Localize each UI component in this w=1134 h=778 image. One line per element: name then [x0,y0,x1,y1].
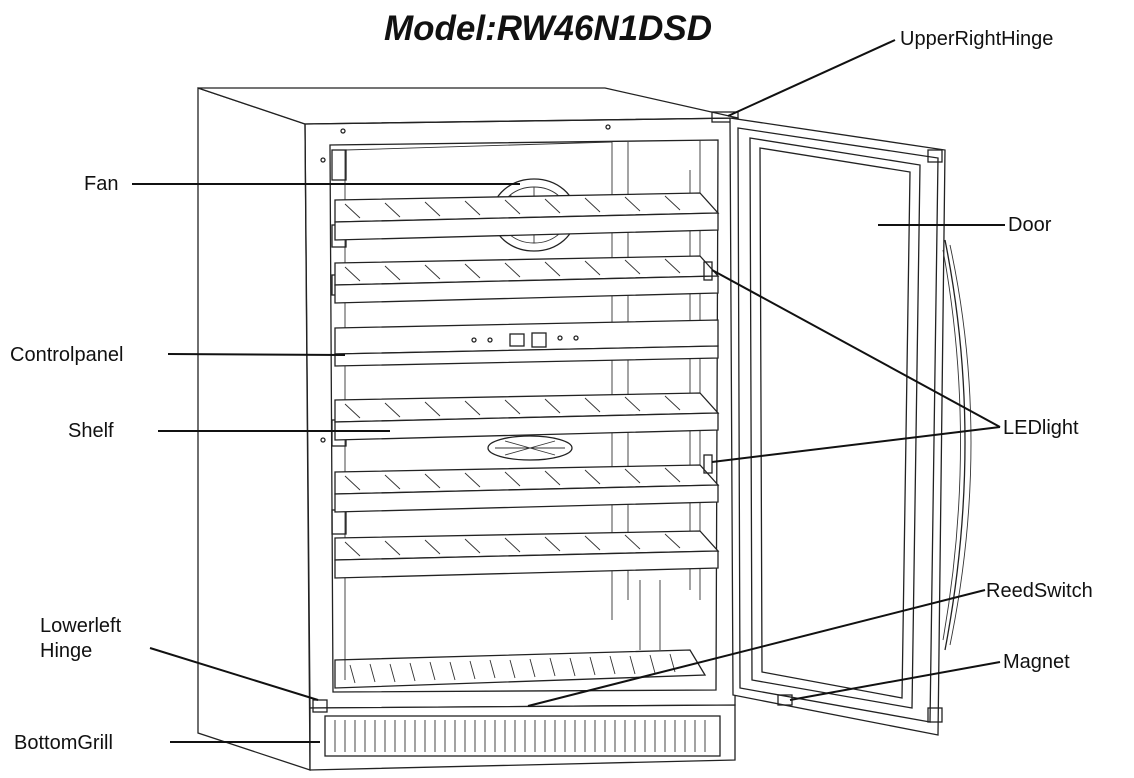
cabinet [197,87,739,771]
led-strip-lower [703,454,713,474]
upper-right-hinge [711,111,739,123]
leader-lower-left-hinge [149,647,319,701]
rear-fan [487,435,573,461]
bottom-grill [309,704,736,771]
label-shelf: Shelf [68,420,114,442]
lower-left-hinge [312,699,328,713]
leader-led-upper [711,269,1001,428]
label-magnet: Magnet [1003,651,1070,673]
shelf-5 [334,530,720,579]
bottom-tray [334,580,707,689]
door [729,117,972,736]
label-lower-left-hinge-line2: Hinge [40,640,92,662]
label-fan: Fan [84,173,118,195]
control-panel [334,319,719,367]
label-bottom-grill: BottomGrill [14,732,113,754]
label-door: Door [1008,214,1052,236]
model-title: Model:RW46N1DSD [384,9,712,48]
label-reed-switch: ReedSwitch [986,580,1093,602]
shelf-2 [334,255,720,304]
shelf-3 [334,392,720,441]
label-led-light: LEDlight [1003,417,1079,439]
label-control-panel: Controlpanel [10,344,123,366]
label-lower-left-hinge-line1: Lowerleft [40,615,122,637]
leader-reed-switch [527,589,986,707]
shelf-4 [334,464,720,513]
leader-led-lower [711,426,1001,463]
leader-upper-right-hinge [727,39,896,117]
leader-magnet [789,661,1001,701]
leader-control-panel [167,353,346,356]
label-upper-right-hinge: UpperRightHinge [900,28,1053,50]
shelf-1 [334,192,720,241]
